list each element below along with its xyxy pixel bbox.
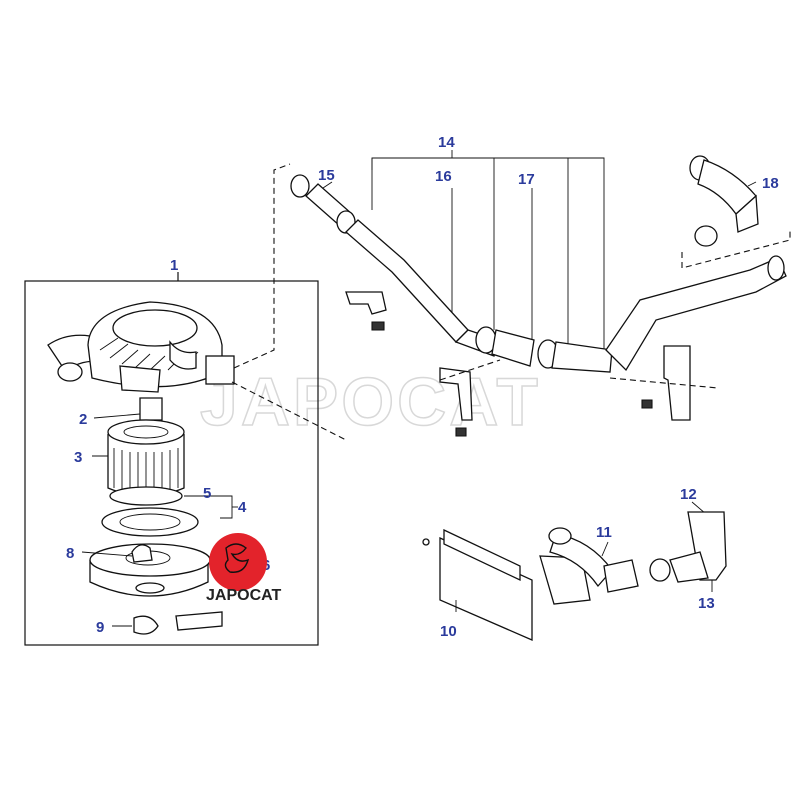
screw-part-10 <box>422 538 430 546</box>
dashed-route-3 <box>439 359 501 381</box>
pipe-section-b <box>605 257 787 372</box>
strip-part-7 <box>175 611 223 631</box>
duct-part-13 <box>669 551 709 583</box>
pipe-end <box>767 255 785 281</box>
lower-cover-rim <box>101 507 199 537</box>
clamp-part-11b <box>649 558 671 582</box>
assembly-box <box>24 280 319 646</box>
mount-bracket <box>205 355 235 385</box>
lower-cover-inner <box>119 513 181 531</box>
intake-mouth <box>57 362 83 382</box>
plate-10-group <box>422 528 533 641</box>
filter-element-hole <box>123 425 169 439</box>
label-16: 16 <box>435 168 452 185</box>
filter-pleats <box>113 448 179 496</box>
label-10: 10 <box>440 623 457 640</box>
clamp-part-11a <box>548 527 572 545</box>
clamp-part-18b <box>694 225 718 247</box>
label-12: 12 <box>680 486 697 503</box>
label-18: 18 <box>762 175 779 192</box>
bolt-a <box>371 321 385 331</box>
label-15: 15 <box>318 167 335 184</box>
label-13: 13 <box>698 595 715 612</box>
dashed-route-18 <box>681 228 791 269</box>
clamp-part-2 <box>139 397 163 421</box>
japocat-logo: JAPOCAT <box>206 533 281 604</box>
housing-cap <box>112 309 198 347</box>
label-17: 17 <box>518 171 535 188</box>
label-9: 9 <box>96 619 104 636</box>
hose-part-11 <box>549 533 613 588</box>
hose-part-11b <box>603 559 639 593</box>
clip-part-9 <box>133 615 159 635</box>
bracket-14 <box>371 157 605 350</box>
watermark-text: JAPOCAT <box>200 364 541 440</box>
bolt-c <box>641 399 653 409</box>
clamp-part-15a <box>290 174 310 198</box>
label-14: 14 <box>438 134 455 151</box>
leader-2 <box>93 413 141 419</box>
label-4: 4 <box>238 499 247 516</box>
hose-part-17 <box>551 341 613 373</box>
leader-18 <box>747 181 757 187</box>
label-3: 3 <box>74 449 82 466</box>
logo-circle <box>209 533 267 591</box>
wing-nut-part-8 <box>131 544 153 563</box>
hose-part-18-end <box>735 194 759 233</box>
label-2: 2 <box>79 411 87 428</box>
logo-text: JAPOCAT <box>206 587 281 604</box>
pipe-bracket-c <box>663 345 691 421</box>
filter-element-top <box>107 419 185 445</box>
pipe-bracket-b <box>439 367 473 421</box>
label-11: 11 <box>596 524 612 541</box>
plate-flange <box>443 528 521 582</box>
part-labels: 1 2 3 4 5 6 8 9 10 11 12 13 14 15 16 17 … <box>66 134 779 640</box>
pipe-bracket-a <box>345 291 387 315</box>
duct-11-13-group <box>539 501 727 605</box>
intake-pipe-group <box>290 150 787 437</box>
air-cleaner-assembly <box>24 163 347 646</box>
label-1: 1 <box>170 257 178 274</box>
housing-ribs <box>99 337 199 371</box>
dashed-route-2 <box>231 381 347 441</box>
housing-bracket <box>119 365 161 393</box>
dashed-route-1 <box>233 163 291 369</box>
bracket-4 <box>220 495 233 519</box>
housing-outlet <box>169 340 197 370</box>
bolt-b <box>455 427 467 437</box>
logo-cat-icon <box>224 543 250 573</box>
hose-part-16 <box>491 329 535 367</box>
pipe-section-a <box>345 219 469 343</box>
seal-ring-part-5 <box>109 486 183 506</box>
hose-18-group <box>681 155 791 269</box>
label-5: 5 <box>203 485 211 502</box>
dashed-route-4 <box>609 377 719 389</box>
label-8: 8 <box>66 545 74 562</box>
bowl-fitting <box>135 582 165 594</box>
leader-11 <box>601 541 609 557</box>
leader-8 <box>81 551 133 557</box>
